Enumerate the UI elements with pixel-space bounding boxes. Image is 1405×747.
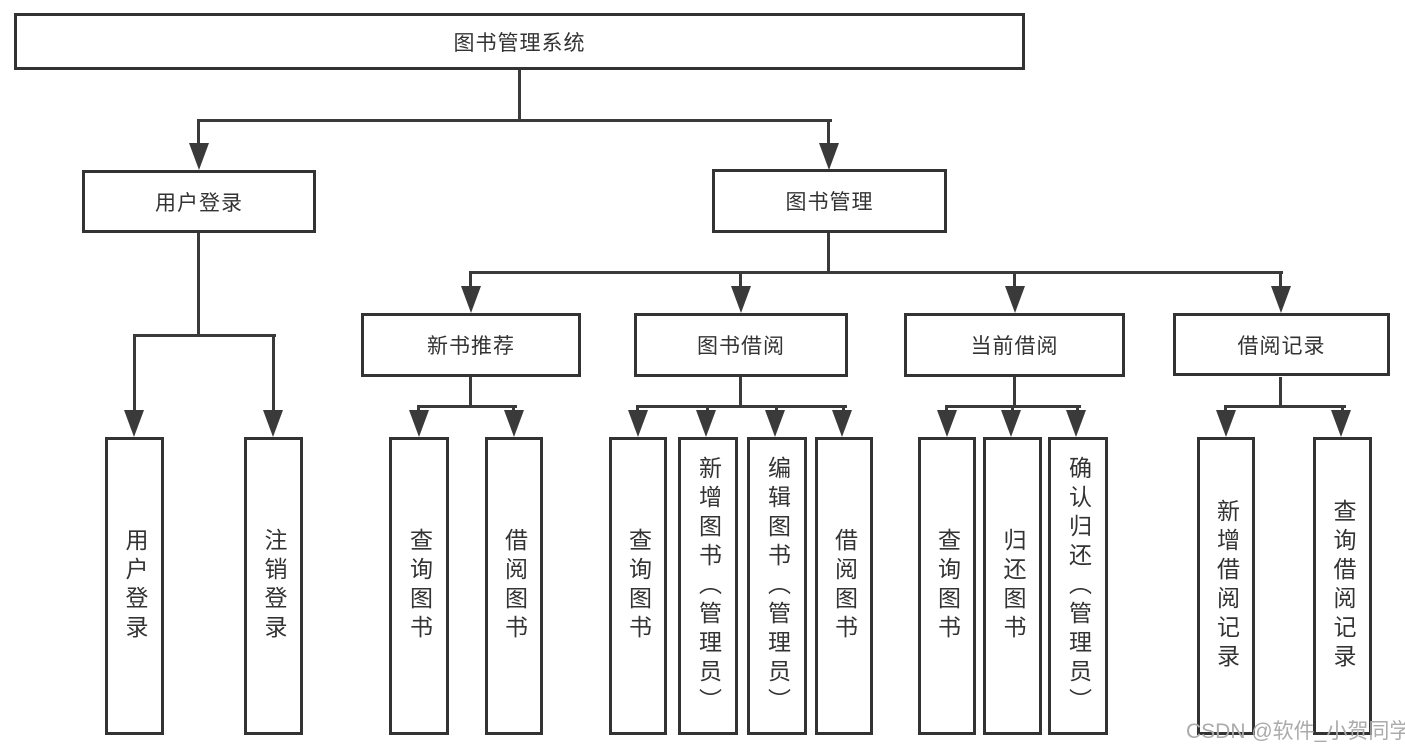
node-new-book-recommend: 新书推荐 bbox=[361, 313, 581, 377]
leaf-records-add-record: 新增借阅记录 bbox=[1197, 437, 1255, 735]
connector-line bbox=[636, 405, 847, 408]
leaf-borrow-borrow-books: 借阅图书 bbox=[815, 437, 873, 735]
connector-line bbox=[417, 405, 517, 408]
arrow-down-icon bbox=[1066, 410, 1086, 437]
arrow-down-icon bbox=[696, 410, 716, 437]
watermark: CSDN @软件_小贺同学 bbox=[1186, 720, 1405, 743]
arrow-down-icon bbox=[819, 143, 839, 170]
connector-line bbox=[469, 271, 1283, 274]
node-user-login: 用户登录 bbox=[82, 170, 316, 233]
connector-line bbox=[272, 334, 275, 414]
leaf-recommend-borrow-books: 借阅图书 bbox=[485, 437, 543, 735]
arrow-down-icon bbox=[504, 410, 524, 437]
arrow-down-icon bbox=[1001, 410, 1021, 437]
leaf-borrow-add-books-admin: 新增图书（管理员） bbox=[678, 437, 738, 735]
node-book-management: 图书管理 bbox=[712, 169, 947, 233]
leaf-user-login: 用户登录 bbox=[105, 437, 164, 735]
arrow-down-icon bbox=[461, 286, 481, 313]
connector-line bbox=[1013, 271, 1016, 291]
leaf-recommend-query-books: 查询图书 bbox=[389, 437, 449, 735]
connector-line bbox=[133, 334, 276, 337]
connector-line bbox=[197, 119, 832, 122]
arrow-down-icon bbox=[124, 410, 144, 437]
arrow-down-icon bbox=[832, 410, 852, 437]
arrow-down-icon bbox=[1331, 410, 1351, 437]
arrow-down-icon bbox=[1005, 286, 1025, 313]
connector-line bbox=[197, 119, 200, 147]
arrow-down-icon bbox=[263, 410, 283, 437]
connector-line bbox=[1013, 377, 1016, 408]
leaf-current-confirm-return-admin: 确认归还（管理员） bbox=[1048, 437, 1108, 735]
arrow-down-icon bbox=[409, 410, 429, 437]
connector-line bbox=[827, 119, 830, 147]
arrow-down-icon bbox=[1271, 286, 1291, 313]
connector-line bbox=[469, 377, 472, 408]
connector-line bbox=[739, 377, 742, 408]
connector-line bbox=[469, 271, 472, 291]
connector-line bbox=[197, 233, 200, 336]
connector-line bbox=[1279, 271, 1282, 291]
leaf-logout: 注销登录 bbox=[244, 437, 303, 735]
leaf-records-query-record: 查询借阅记录 bbox=[1313, 437, 1372, 735]
leaf-borrow-edit-books-admin: 编辑图书（管理员） bbox=[747, 437, 807, 735]
arrow-down-icon bbox=[765, 410, 785, 437]
node-borrow-records: 借阅记录 bbox=[1173, 313, 1390, 376]
leaf-borrow-query-books: 查询图书 bbox=[609, 437, 667, 735]
arrow-down-icon bbox=[628, 410, 648, 437]
leaf-current-return-books: 归还图书 bbox=[983, 437, 1042, 735]
arrow-down-icon bbox=[731, 286, 751, 313]
arrow-down-icon bbox=[189, 143, 209, 170]
leaf-current-query-books: 查询图书 bbox=[918, 437, 976, 735]
node-book-borrow: 图书借阅 bbox=[634, 313, 848, 377]
connector-line bbox=[1224, 405, 1346, 408]
connector-line bbox=[827, 233, 830, 273]
node-system-root: 图书管理系统 bbox=[14, 13, 1025, 70]
connector-line bbox=[518, 70, 521, 120]
connector-line bbox=[739, 271, 742, 291]
arrow-down-icon bbox=[1216, 410, 1236, 437]
connector-line bbox=[133, 334, 136, 414]
connector-line bbox=[1279, 377, 1282, 408]
node-current-borrow: 当前借阅 bbox=[904, 313, 1125, 377]
arrow-down-icon bbox=[937, 410, 957, 437]
